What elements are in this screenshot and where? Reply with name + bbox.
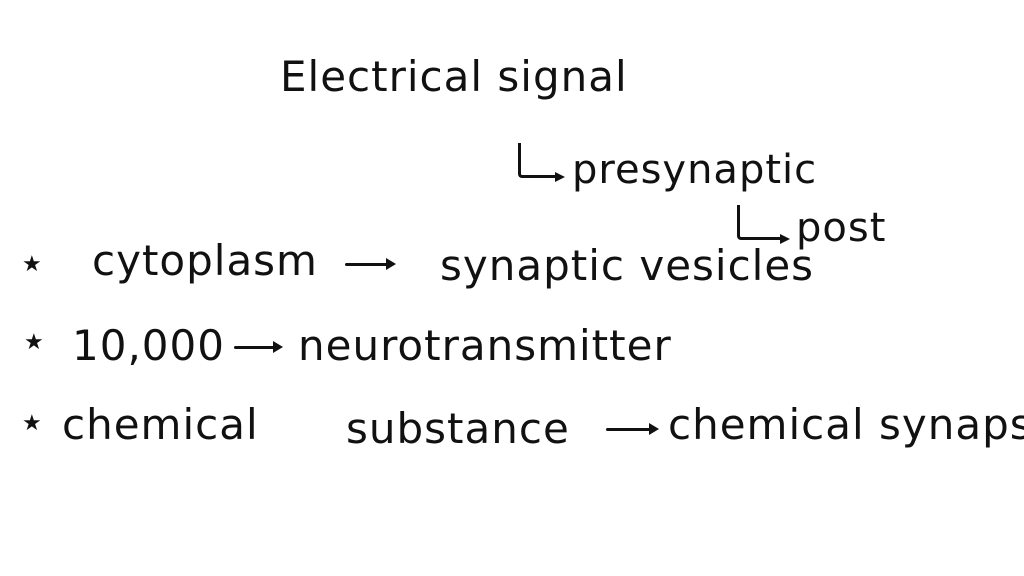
bullet-star-icon: ★ [22,411,42,436]
bullet-1-arrow [345,258,396,270]
branch-arrow-2 [737,205,790,244]
branch-label-presynaptic: presynaptic [572,147,818,193]
branch-label-post: post [796,205,887,251]
bullet-3-right: chemical synapse [668,400,1024,449]
bullet-3-left: chemical [62,400,259,449]
bullet-2-arrow [234,341,283,353]
bullet-2-left: 10,000 [72,321,225,370]
branch-arrow-1 [518,143,565,182]
bullet-3-middle: substance [346,404,570,453]
notes-title: Electrical signal [280,52,628,101]
bullet-star-icon: ★ [24,330,44,355]
bullet-2-right: neurotransmitter [298,321,672,370]
bullet-3-arrow [606,423,659,435]
bullet-1-left: cytoplasm [92,236,318,285]
bullet-star-icon: ★ [22,252,42,277]
bullet-1-right: synaptic vesicles [440,241,815,290]
